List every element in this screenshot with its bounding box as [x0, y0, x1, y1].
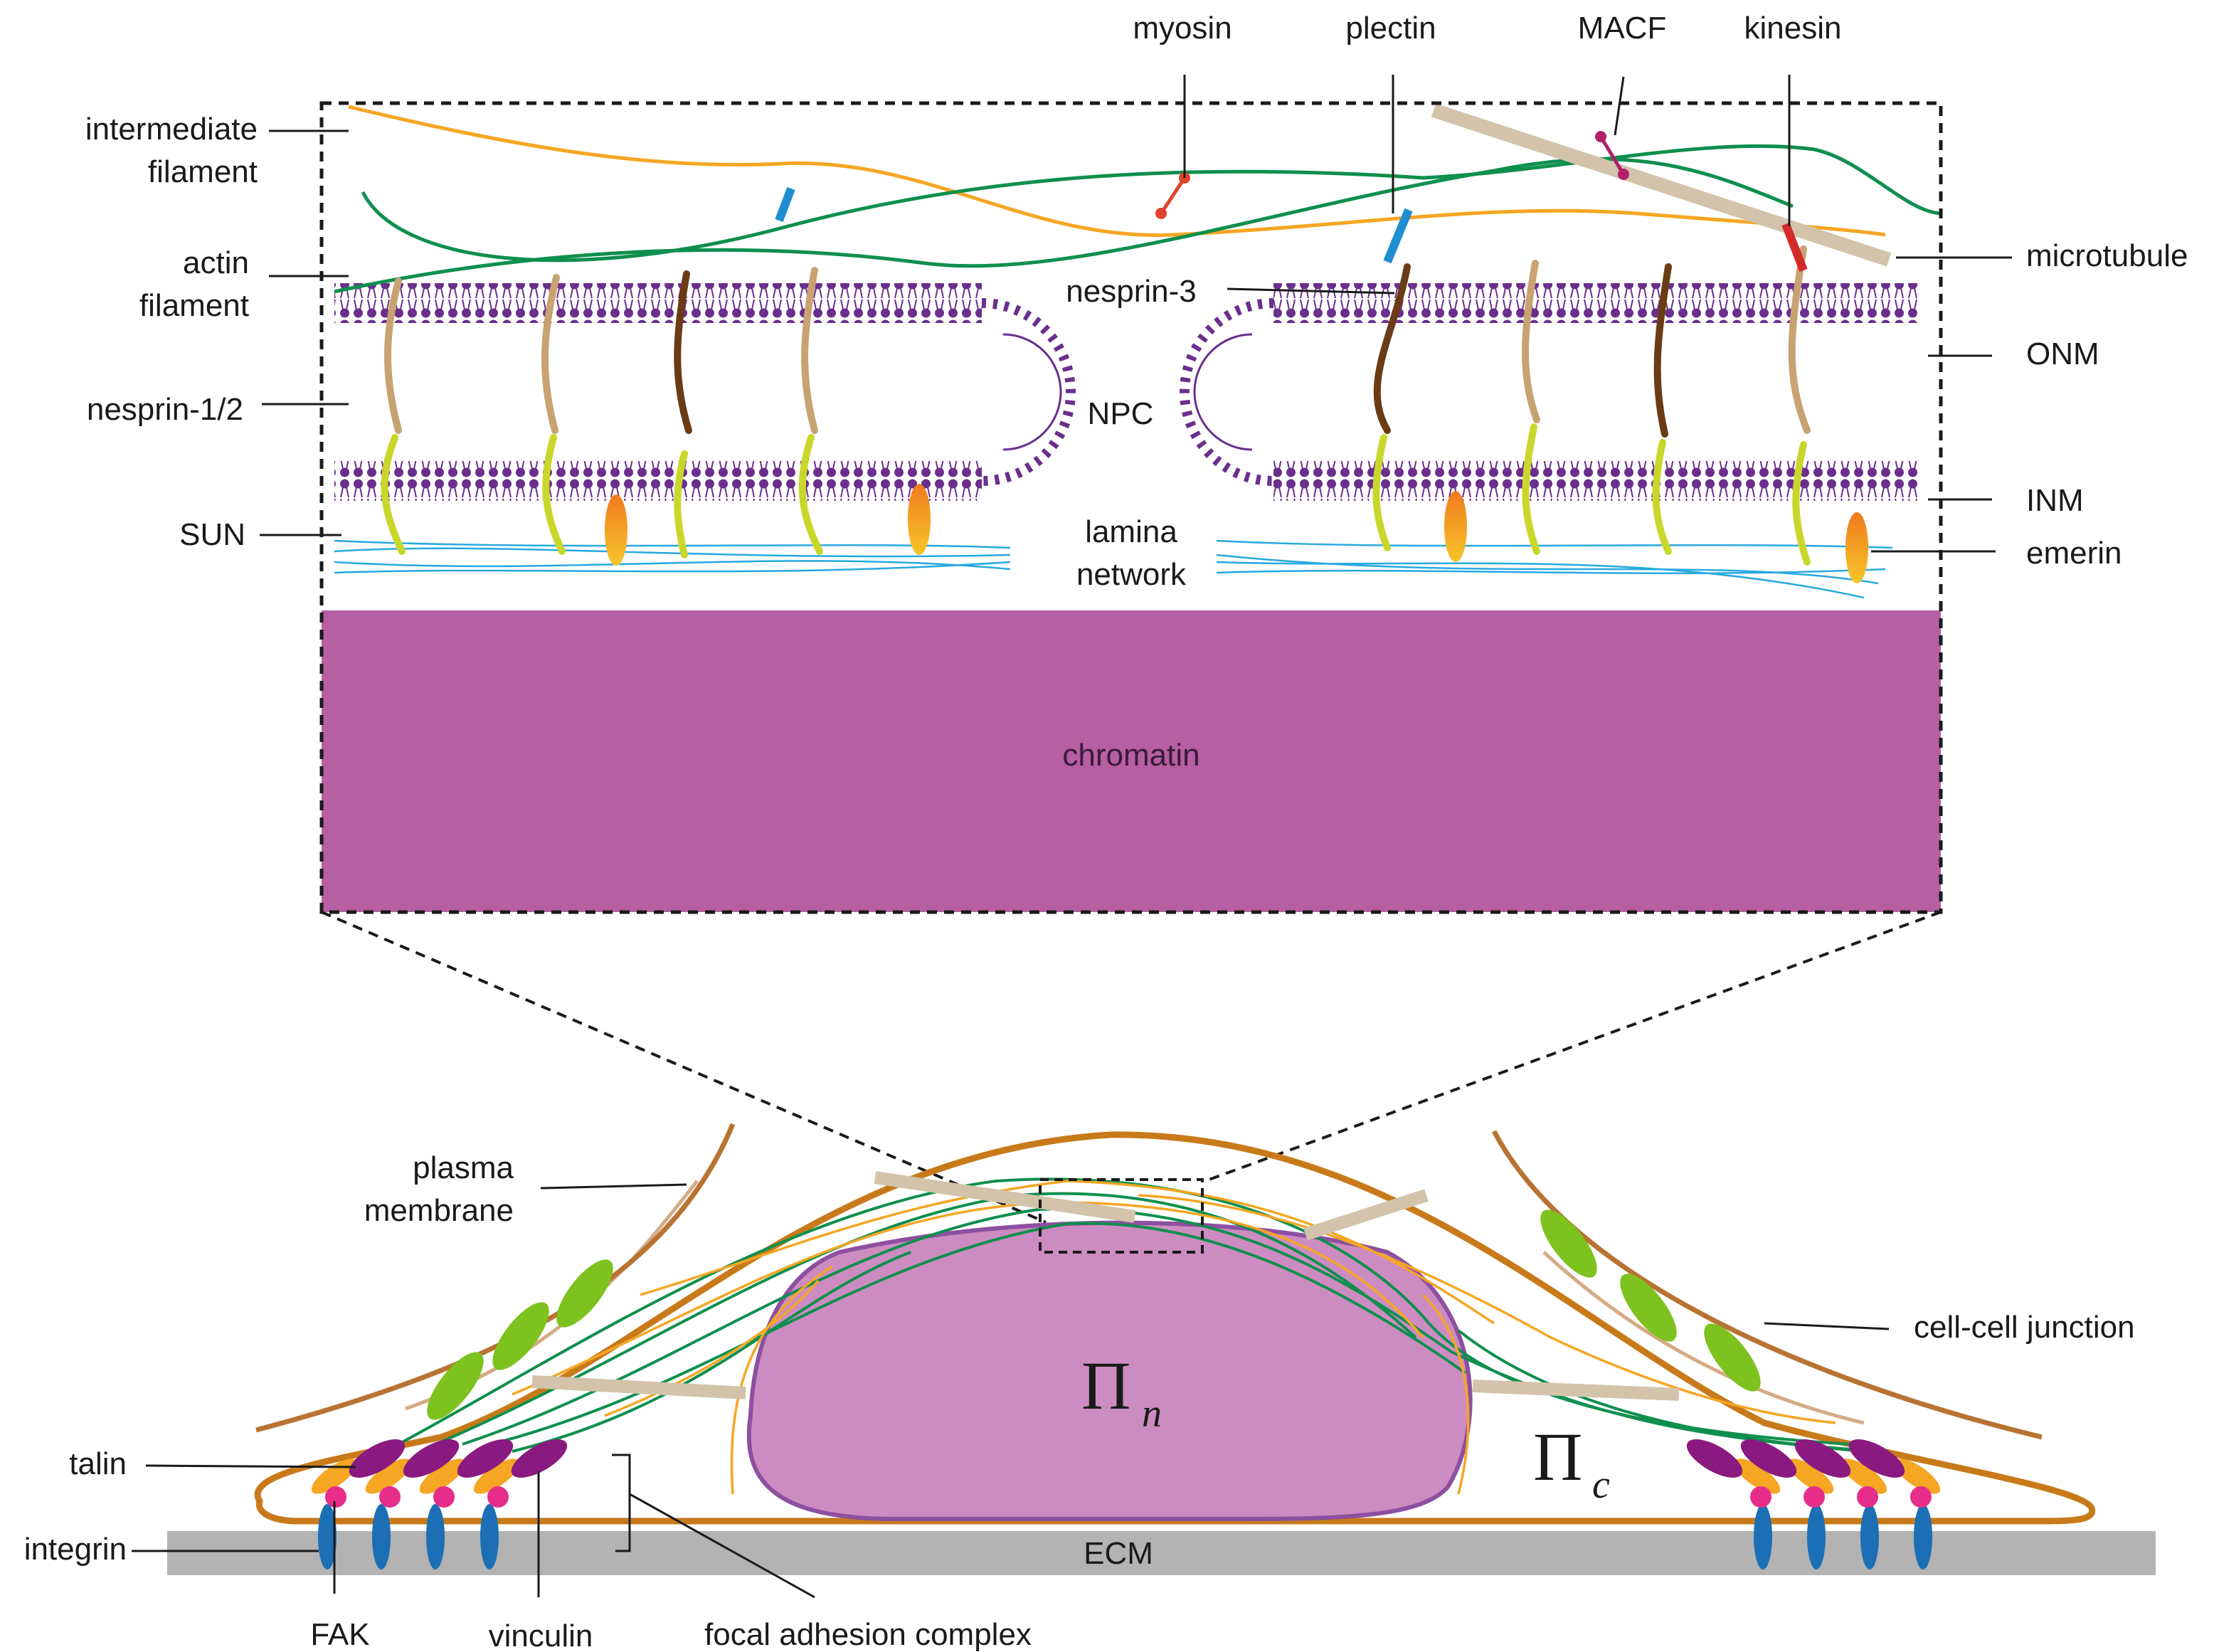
lamina-network-label-line1: lamina [1085, 514, 1177, 549]
vinculin-label: vinculin [489, 1619, 593, 1652]
kinesin-motor [1781, 222, 1808, 272]
plasma-membrane-label-line1: plasma [413, 1150, 514, 1185]
vinculin-left [349, 1439, 568, 1478]
onm-label: ONM [2026, 337, 2099, 371]
zoom-connector-left [321, 911, 1047, 1224]
lamina-network-label-line2: network [1076, 557, 1187, 592]
lamina-network [334, 539, 1893, 599]
zoom-region-marker [1039, 1178, 1204, 1254]
kinesin-label: kinesin [1744, 11, 1842, 46]
focal-adhesion-complex-label: focal adhesion complex [704, 1617, 1032, 1652]
pi-c-symbol: Π [1533, 1419, 1582, 1495]
pi-n-symbol: Π [1081, 1347, 1130, 1424]
microtubule-label: microtubule [2026, 238, 2188, 273]
emerin-label: emerin [2026, 536, 2122, 571]
npc-label: NPC [1088, 396, 1154, 431]
nuclear-envelope-right [1180, 283, 1921, 501]
myosin-label: myosin [1133, 11, 1232, 46]
plectin-label: plectin [1345, 11, 1436, 46]
nesprin-3-label: nesprin-3 [1066, 274, 1196, 309]
ecm-label: ECM [1084, 1536, 1153, 1571]
actin-filament-label-line2: filament [139, 288, 249, 323]
cell: ECM Π n Π c [167, 1123, 2156, 1575]
integrins-right [1754, 1504, 1932, 1569]
nuclear-envelope-left [334, 283, 1076, 501]
microtubule-inset [1431, 103, 1892, 267]
sun-label: SUN [179, 517, 245, 552]
actin-filament-label-line1: actin [183, 245, 249, 280]
fak-right [1750, 1486, 1932, 1508]
nucleus [746, 1220, 1473, 1521]
fak-left [325, 1486, 509, 1508]
focal-adhesion-right [1686, 1439, 1941, 1569]
leader-lines [132, 75, 2012, 1599]
fak-label: FAK [310, 1617, 369, 1652]
neighbor-cell-membrane-right-inner [1542, 1251, 1865, 1425]
plasma-membrane-label-line2: membrane [364, 1193, 514, 1228]
microtubules-cell [531, 1171, 1680, 1401]
cell-cell-junction-label: cell-cell junction [1914, 1310, 2135, 1345]
focal-adhesion-left [311, 1439, 568, 1569]
actin-filament-upper [361, 144, 1943, 263]
plasma-membrane [254, 1131, 2096, 1525]
integrins-left [318, 1504, 499, 1569]
chromatin-label: chromatin [1062, 738, 1199, 773]
talin-label: talin [69, 1446, 127, 1481]
chromatin-block [322, 610, 1941, 912]
intermediate-filament [348, 105, 1886, 238]
pi-c-subscript: c [1592, 1463, 1610, 1507]
vinculin-right [1686, 1439, 1905, 1478]
talin-right [1734, 1458, 1941, 1494]
inm-label: INM [2026, 483, 2084, 518]
neighbor-cell-membrane-right-outer [1491, 1130, 2043, 1440]
macf-label: MACF [1578, 11, 1667, 46]
pi-n-subscript: n [1142, 1392, 1162, 1436]
integrin-label: integrin [24, 1532, 127, 1567]
ecm-substrate [167, 1531, 2156, 1575]
inset-frame [319, 101, 1943, 914]
actin-filament-lower [334, 157, 1794, 294]
linc-complexes [381, 245, 1811, 566]
macf-crosslinker [1595, 131, 1629, 180]
plectin-right [1383, 208, 1413, 264]
plectin-left [775, 186, 795, 223]
zoom-connector-right [1204, 911, 1942, 1182]
nesprin-12-label: nesprin-1/2 [87, 392, 243, 427]
intermediate-filament-label-line1: intermediate [85, 112, 258, 147]
myosin-motor [1155, 172, 1190, 219]
emerin-proteins [605, 484, 1868, 583]
intermediate-filament-label-line2: filament [148, 154, 258, 189]
cell-cell-junctions [427, 1209, 1761, 1420]
zoom-inset: chromatin [319, 101, 1943, 914]
labels: intermediate filament actin filament nes… [24, 11, 2188, 1652]
